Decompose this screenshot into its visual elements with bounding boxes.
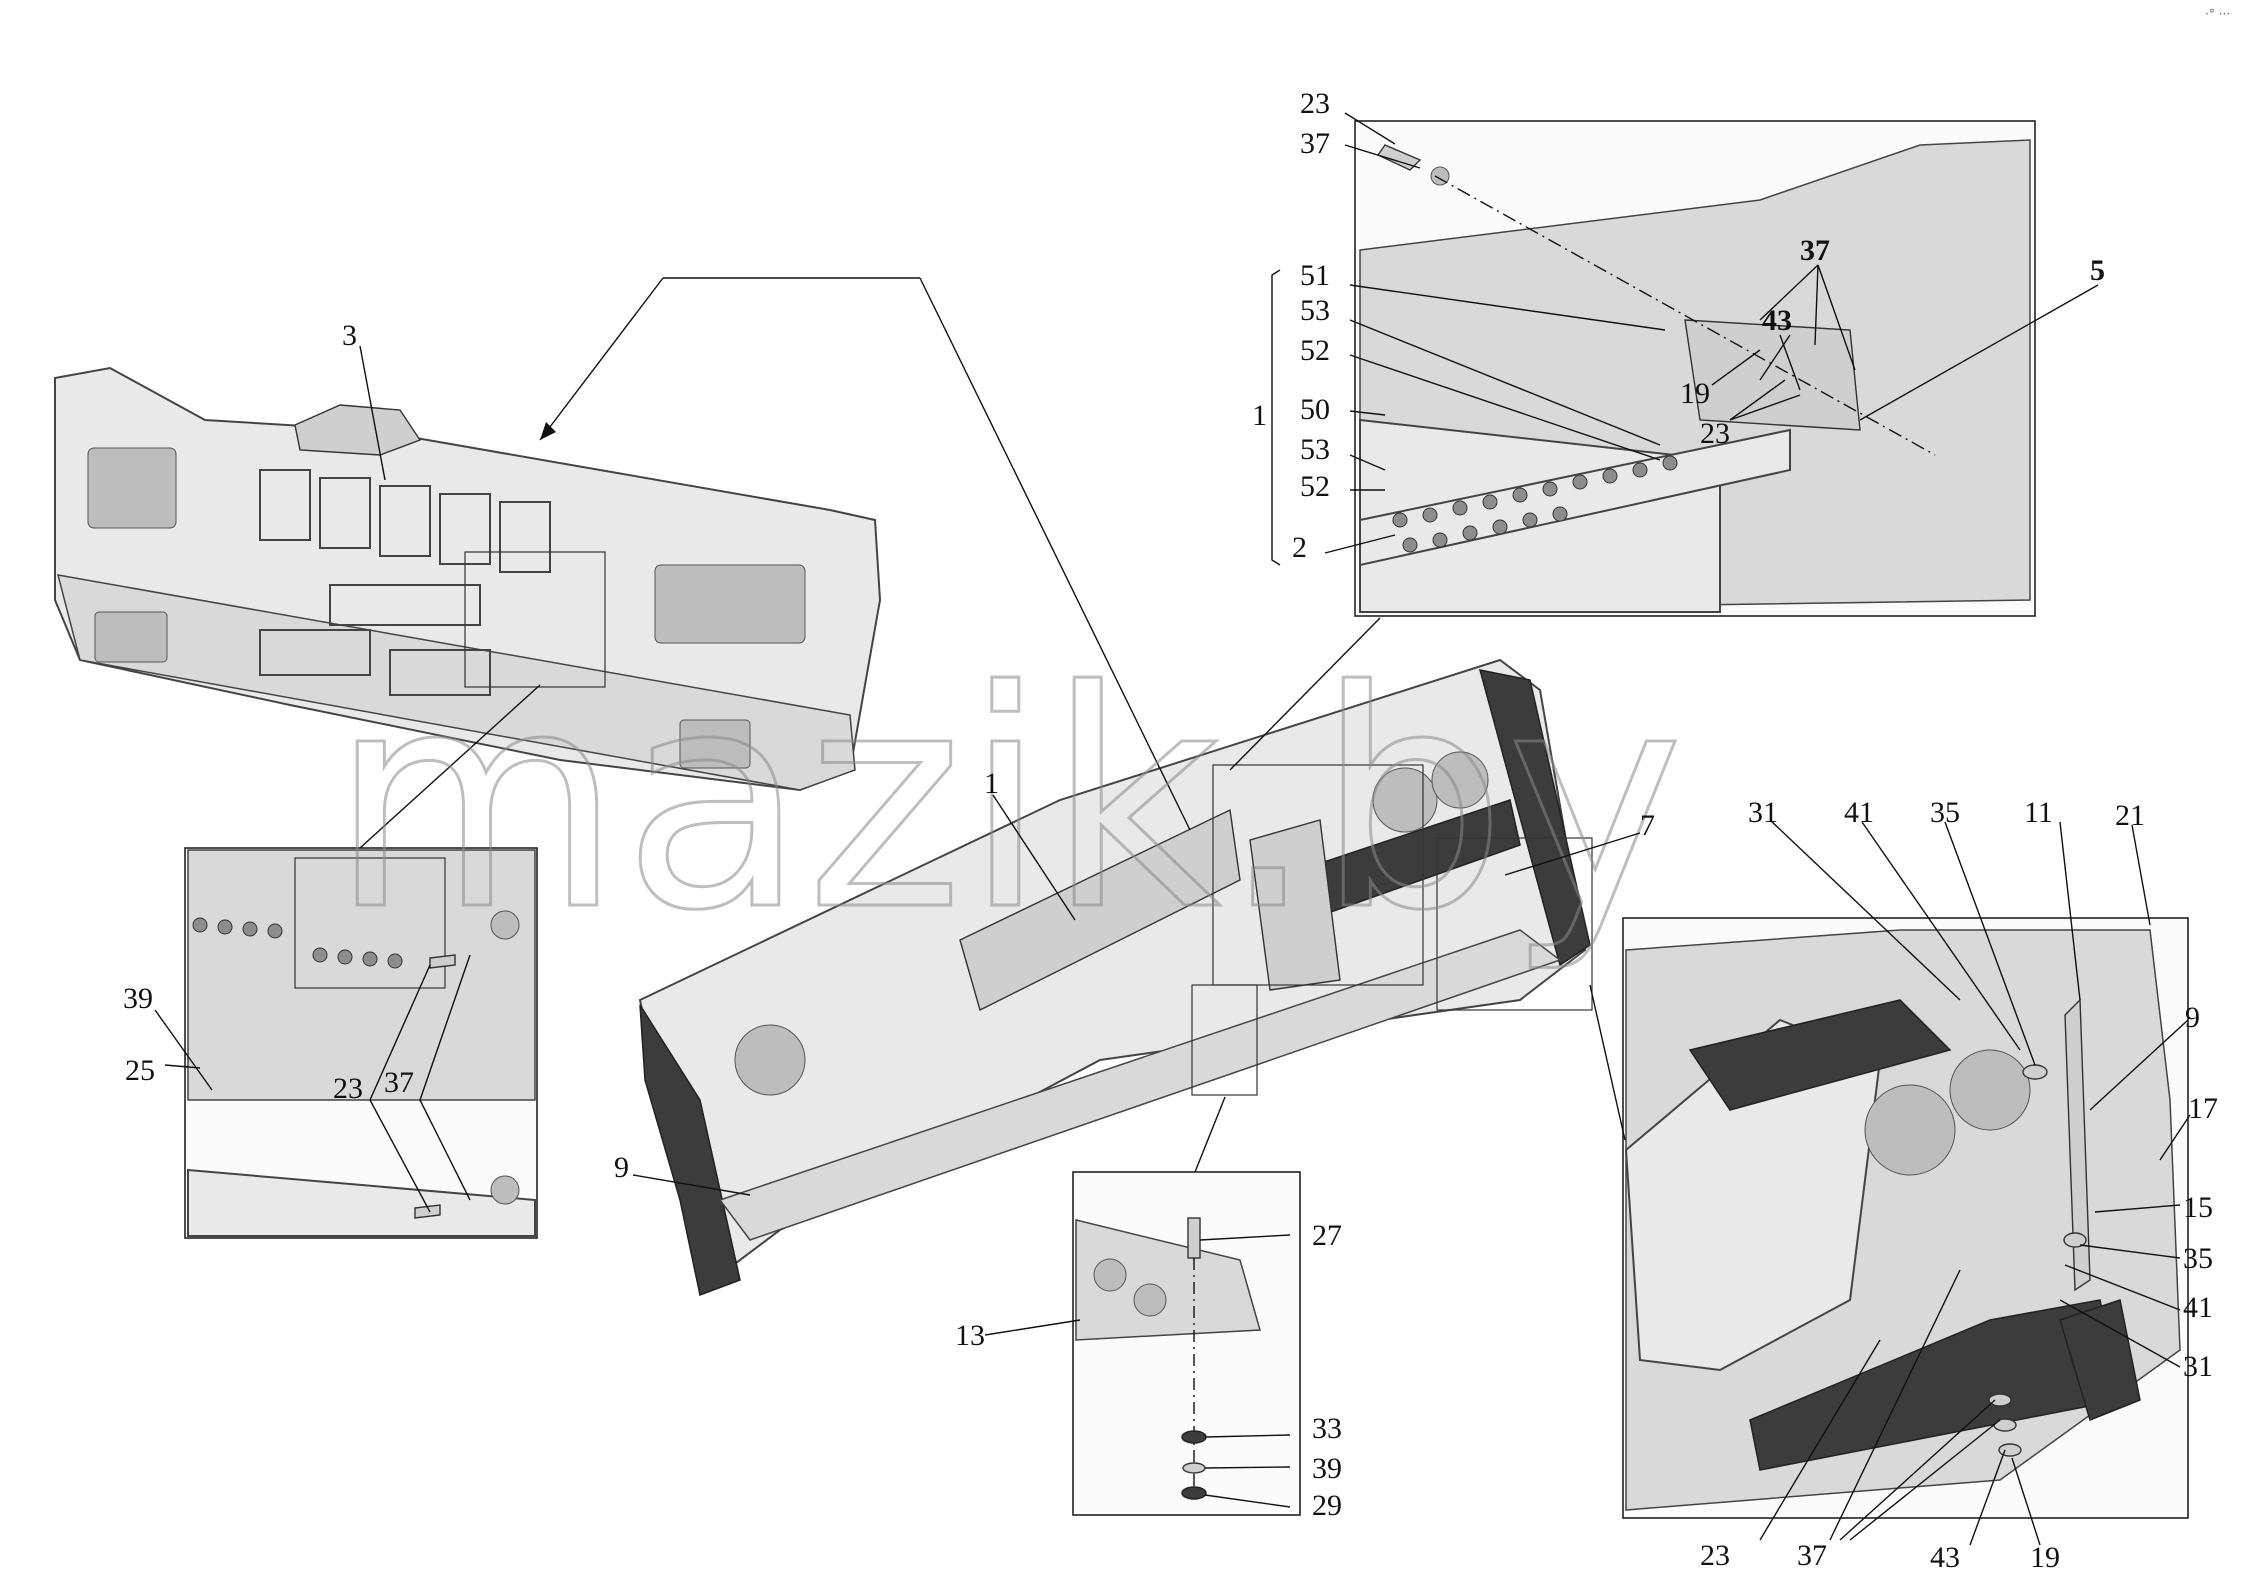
callout-label: 27 xyxy=(1312,1219,1342,1252)
callout-label: 3 xyxy=(342,319,357,352)
callout-label: 41 xyxy=(2183,1291,2213,1324)
callout-label: 33 xyxy=(1312,1412,1342,1445)
callout-label: 43 xyxy=(1762,304,1792,337)
callout-label: 53 xyxy=(1300,294,1330,327)
callout-label: 23 xyxy=(333,1072,363,1105)
callout-label: 15 xyxy=(2183,1191,2213,1224)
corner-mark: ·° ··· xyxy=(2205,7,2230,21)
callout-label: 31 xyxy=(2183,1350,2213,1383)
callout-label: 11 xyxy=(2024,796,2053,829)
callout-labels: 3 1 7 9 23 37 51 53 52 1 50 53 52 2 37 4… xyxy=(123,87,2218,1574)
callout-label: 53 xyxy=(1300,433,1330,466)
callout-label: 37 xyxy=(384,1066,414,1099)
callout-label: 19 xyxy=(1680,377,1710,410)
callout-label: 52 xyxy=(1300,470,1330,503)
callout-label: 1 xyxy=(1252,399,1267,432)
callout-label: 37 xyxy=(1300,127,1330,160)
callout-label: 43 xyxy=(1930,1541,1960,1574)
callout-label: 39 xyxy=(1312,1452,1342,1485)
callout-label: 50 xyxy=(1300,393,1330,426)
callout-label: 13 xyxy=(955,1319,985,1352)
callout-label: 21 xyxy=(2115,799,2145,832)
left-detail-panel xyxy=(184,684,541,1239)
callout-label: 23 xyxy=(1300,87,1330,120)
bumper-overview xyxy=(54,366,882,792)
callout-label: 52 xyxy=(1300,334,1330,367)
callout-label: 25 xyxy=(125,1054,155,1087)
callout-label: 51 xyxy=(1300,259,1330,292)
callout-label: 9 xyxy=(614,1151,629,1184)
right-detail-panel xyxy=(1589,917,2189,1519)
callout-label: 35 xyxy=(2183,1242,2213,1275)
callout-label: 19 xyxy=(2030,1541,2060,1574)
watermark-text: mazik.by xyxy=(330,627,1684,976)
callout-label: 37 xyxy=(1797,1539,1827,1572)
callout-label: 31 xyxy=(1748,796,1778,829)
bottom-detail-panel xyxy=(1072,1096,1301,1516)
callout-label: 23 xyxy=(1700,417,1730,450)
callout-label: 7 xyxy=(1640,809,1655,842)
top-detail-panel xyxy=(1354,120,2036,617)
main-assembly xyxy=(539,277,1593,1297)
leader-lines xyxy=(154,112,2191,1546)
callout-label: 1 xyxy=(984,767,999,800)
callout-label: 9 xyxy=(2185,1001,2200,1034)
callout-label: 37 xyxy=(1800,234,1830,267)
callout-label: 2 xyxy=(1292,531,1307,564)
callout-label: 29 xyxy=(1312,1489,1342,1522)
callout-label: 5 xyxy=(2090,254,2105,287)
callout-label: 17 xyxy=(2188,1092,2218,1125)
callout-label: 41 xyxy=(1844,796,1874,829)
callout-label: 35 xyxy=(1930,796,1960,829)
callout-label: 23 xyxy=(1700,1539,1730,1572)
callout-label: 39 xyxy=(123,982,153,1015)
